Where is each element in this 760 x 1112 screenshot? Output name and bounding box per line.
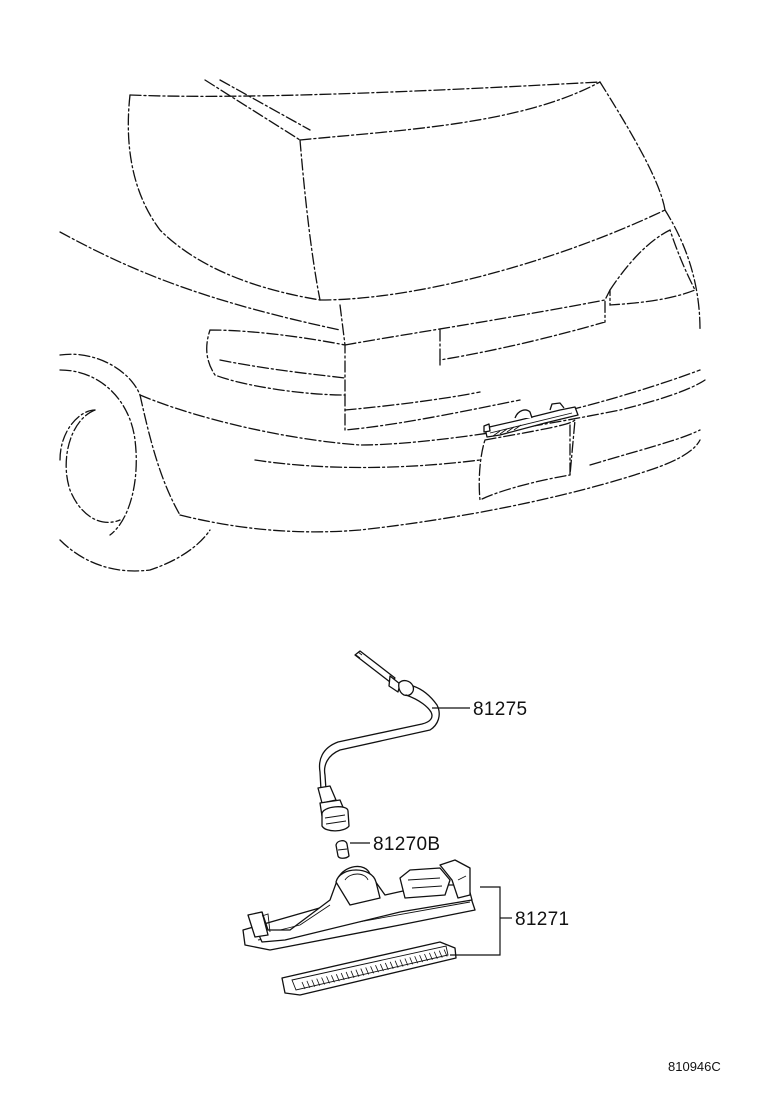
callout-81271: 81271 <box>515 909 569 930</box>
lens-hatch-line <box>306 980 311 989</box>
illustration-code: 810946C <box>668 1059 721 1074</box>
vehicle-rear-view <box>59 79 706 572</box>
lens-hatch-line <box>419 954 423 963</box>
lens-hatch-line <box>360 968 365 976</box>
lens-hatch-line <box>365 967 370 975</box>
lens-hatch-line <box>433 951 438 959</box>
lens-hatch-line <box>380 963 384 972</box>
lens-hatch-line <box>429 952 433 961</box>
lens-hatch-line <box>321 977 325 985</box>
lens-hatch-line <box>404 958 409 966</box>
lens-hatch-line <box>443 949 448 957</box>
lamp-housing-81271 <box>242 859 476 951</box>
lens-hatch-line <box>311 979 316 987</box>
lens-hatch-line <box>414 956 419 964</box>
lens-hatch-line <box>370 966 374 974</box>
callout-81275: 81275 <box>473 699 527 720</box>
lens-hatch-line <box>384 962 389 971</box>
lens-hatch-line <box>409 957 414 965</box>
lens-hatch-line <box>399 959 404 967</box>
lens-hatch-line <box>326 976 330 984</box>
lens-hatch-line <box>335 974 340 982</box>
lens-hatch-line <box>331 975 335 983</box>
lens-hatch-line <box>375 965 379 973</box>
lens-hatch-line <box>424 953 428 962</box>
license-lamp-installed-view <box>483 402 579 438</box>
bulb-81270B <box>335 840 350 859</box>
lens-hatch-line <box>355 969 360 977</box>
leader-lines <box>350 707 512 956</box>
lens-hatch-line <box>301 981 306 990</box>
lens-81271 <box>281 941 457 996</box>
callout-81270B: 81270B <box>373 834 440 855</box>
lens-hatch-line <box>438 950 443 958</box>
lens-hatch-line <box>389 961 394 969</box>
socket-and-wire-81275 <box>317 650 440 832</box>
lens-hatch-line <box>316 978 321 986</box>
lens-hatch-line <box>394 960 399 968</box>
lens-hatch-line <box>345 971 350 980</box>
lens-hatch-line <box>340 972 345 981</box>
lens-hatch-line <box>350 970 355 978</box>
